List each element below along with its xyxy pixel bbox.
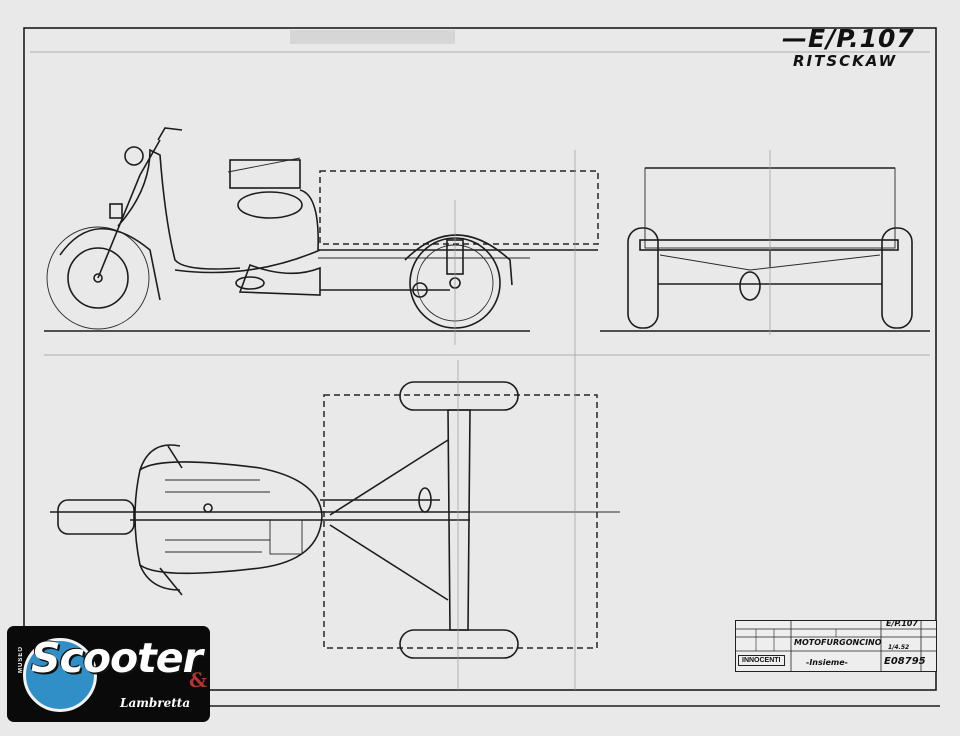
rear-view <box>600 150 930 335</box>
title-block-date: 1/4.52 <box>888 644 910 651</box>
title-block-title: MOTOFURGONCINO <box>794 638 882 647</box>
sheet-border <box>23 27 937 691</box>
title-block-grid <box>736 621 936 671</box>
title-block: E/P.107 MOTOFURGONCINO 1/4.52 INNOCENTI … <box>735 619 937 672</box>
logo-scooter-text: Scooter <box>31 634 203 682</box>
drawing-code-label: —E/P.107 <box>782 24 915 53</box>
title-block-code: E/P.107 <box>886 619 918 628</box>
logo-museo-text: MUSEO <box>18 646 24 674</box>
logo-lambretta-text: Lambretta <box>117 696 194 710</box>
drawing-signature: RITSCKAW <box>793 52 898 70</box>
logo-ampersand: & <box>189 668 208 692</box>
title-block-manufacturer: INNOCENTI <box>738 655 785 666</box>
title-block-drawing-number: E08795 <box>884 656 926 667</box>
top-view <box>50 360 620 690</box>
side-view <box>44 127 599 345</box>
logo-circle <box>23 638 97 712</box>
title-block-subtitle: -Insieme- <box>806 658 849 667</box>
museum-logo: MUSEO Scooter & Lambretta <box>7 626 210 722</box>
